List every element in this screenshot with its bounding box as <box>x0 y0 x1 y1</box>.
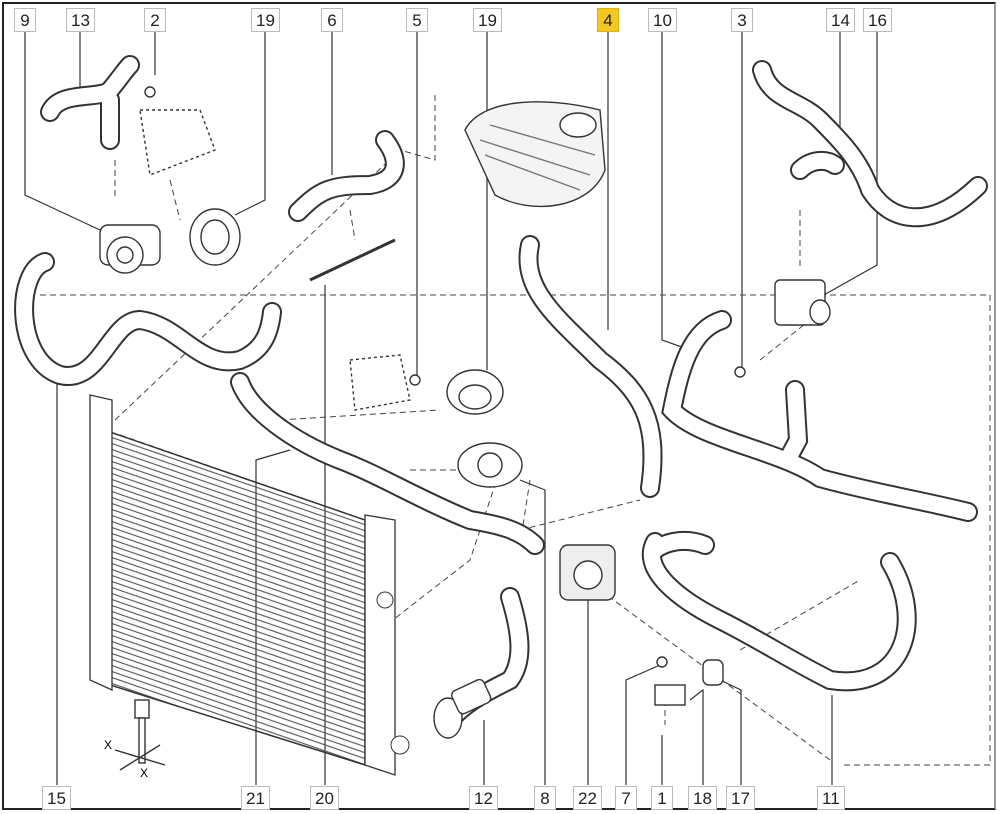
callout-22: 22 <box>573 786 602 810</box>
axis-mark-x: X <box>104 738 113 752</box>
hoses <box>14 55 988 725</box>
bolt <box>656 656 668 668</box>
callout-2: 2 <box>144 8 166 32</box>
expansion-tank <box>464 101 606 207</box>
callout-17: 17 <box>726 786 755 810</box>
callout-6: 6 <box>321 8 343 32</box>
callout-1: 1 <box>651 786 673 810</box>
electric-pump <box>457 442 523 488</box>
callout-8: 8 <box>534 786 556 810</box>
hose-connector <box>433 678 492 739</box>
axis-mark-x-2: X <box>140 766 149 780</box>
callout-9: 9 <box>14 8 36 32</box>
callout-5: 5 <box>406 8 428 32</box>
callout-3: 3 <box>731 8 753 32</box>
bolt <box>144 86 156 98</box>
auxiliary-water-pump <box>99 224 161 274</box>
bracket <box>654 659 724 706</box>
callout-20: 20 <box>310 786 339 810</box>
callout-18: 18 <box>688 786 717 810</box>
callout-19b: 19 <box>473 8 502 32</box>
callout-4-highlighted: 4 <box>597 8 619 32</box>
callout-14: 14 <box>826 8 855 32</box>
callout-10: 10 <box>648 8 677 32</box>
callout-15: 15 <box>42 786 71 810</box>
cable-tie <box>309 238 396 282</box>
callout-19: 19 <box>251 8 280 32</box>
callout-7: 7 <box>615 786 637 810</box>
bolt <box>734 366 746 378</box>
bolt <box>409 374 421 386</box>
callout-21: 21 <box>241 786 270 810</box>
callout-13: 13 <box>66 8 95 32</box>
callout-12: 12 <box>469 786 498 810</box>
thermostat-housing <box>559 544 616 601</box>
components <box>99 86 831 771</box>
bolt-detail <box>114 699 166 771</box>
radiator <box>89 394 410 776</box>
callout-11: 11 <box>817 786 845 810</box>
coolant-valve <box>774 279 831 326</box>
pump-clamp-2 <box>446 369 504 415</box>
pump-clamp <box>189 208 241 266</box>
callout-16: 16 <box>863 8 892 32</box>
